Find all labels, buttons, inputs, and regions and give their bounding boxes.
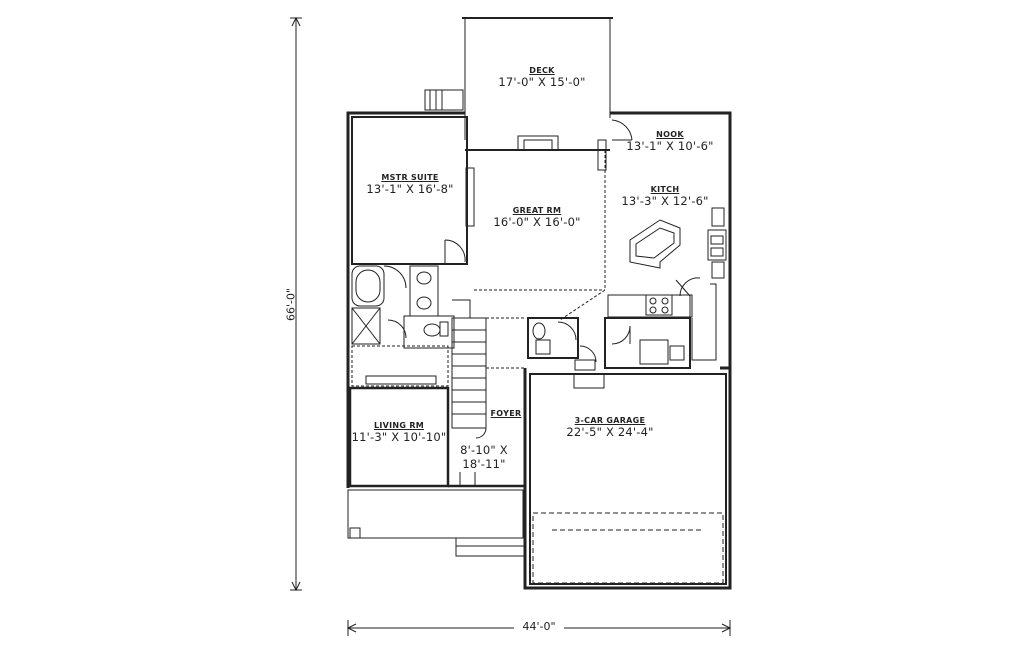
foyer-dim-1: 8'-10" X (460, 443, 508, 457)
garage-walls (529, 373, 727, 585)
foyer-label: FOYER (486, 409, 526, 418)
master-suite-walls (351, 116, 475, 265)
great-room-name: GREAT RM (512, 206, 562, 215)
kitchen-label: KITCH 13'-3" X 12'-6" (612, 185, 718, 208)
overall-width-label: 44'-0" (514, 620, 564, 633)
living-room-name: LIVING RM (373, 421, 425, 430)
foyer-dim-label: 8'-10" X 18'-11" (452, 443, 516, 471)
nook-name: NOOK (656, 130, 684, 139)
living-room-label: LIVING RM 11'-3" X 10'-10" (350, 421, 448, 444)
garage-dim: 22'-5" X 24'-4" (566, 425, 654, 439)
exterior-walls (346, 111, 732, 590)
master-suite-name: MSTR SUITE (381, 173, 439, 182)
kitchen-dim: 13'-3" X 12'-6" (621, 194, 709, 208)
depth-dimension-line (290, 16, 302, 592)
master-suite-label: MSTR SUITE 13'-1" X 16'-8" (358, 173, 462, 196)
garage-name: 3-CAR GARAGE (574, 416, 646, 425)
living-room-dim: 11'-3" X 10'-10" (351, 430, 447, 444)
laundry-room (574, 317, 691, 371)
master-bath (351, 265, 455, 387)
nook-label: NOOK 13'-1" X 10'-6" (618, 130, 722, 153)
deck-outline (424, 17, 613, 140)
deck-dim: 17'-0" X 15'-0" (498, 75, 586, 89)
powder-room (527, 317, 597, 363)
nook-dim: 13'-1" X 10'-6" (626, 139, 714, 153)
living-room-walls (347, 386, 525, 557)
stairs (451, 299, 487, 439)
great-room-dim: 16'-0" X 16'-0" (493, 215, 581, 229)
master-suite-dim: 13'-1" X 16'-8" (366, 182, 454, 196)
foyer-dim-2: 18'-11" (462, 457, 506, 471)
garage-label: 3-CAR GARAGE 22'-5" X 24'-4" (548, 416, 672, 439)
foyer-name: FOYER (490, 409, 522, 418)
overall-depth-label: 66'-0" (284, 287, 298, 322)
great-room-label: GREAT RM 16'-0" X 16'-0" (482, 206, 592, 229)
kitchen-name: KITCH (650, 185, 680, 194)
deck-name: DECK (529, 66, 555, 75)
great-room-walls (474, 119, 633, 321)
foyer-area (448, 317, 525, 488)
deck-label: DECK 17'-0" X 15'-0" (495, 66, 589, 89)
